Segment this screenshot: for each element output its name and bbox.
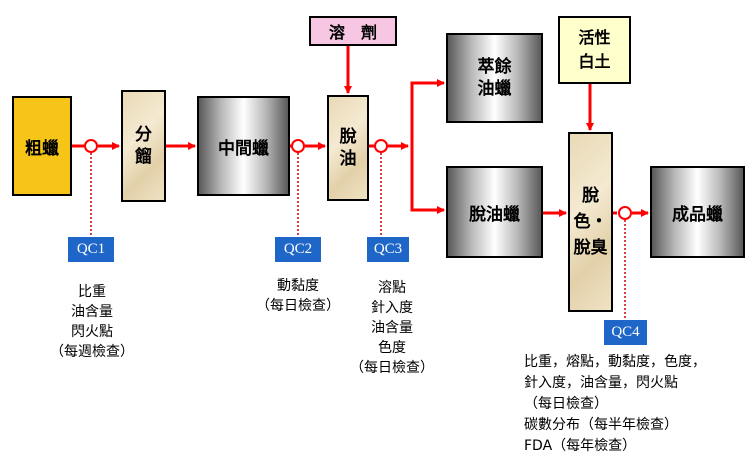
qc3-tag: QC3	[367, 237, 409, 262]
decolor-label: 脫色・脫臭	[573, 186, 608, 258]
product-tank-box: 成品蠟	[650, 166, 745, 258]
qc4-note-line: FDA（每年檢查）	[524, 438, 637, 454]
qc1-note-line: 比重	[78, 284, 106, 300]
sample-point-qc4	[618, 206, 632, 220]
fractionation-label: 分餾	[135, 125, 152, 167]
solvent-label: 溶 劑	[328, 23, 377, 42]
qc2-tag: QC2	[275, 237, 321, 262]
qc4-label: QC4	[611, 324, 640, 340]
qc4-notes: 比重，熔點，動黏度，色度， 針入度，油含量，閃火點 （每日檢查） 碳數分布（每半…	[524, 352, 749, 457]
qc3-label: QC3	[373, 241, 403, 257]
deoiling-label: 脫油	[339, 127, 357, 169]
qc3-note-line: 針入度	[371, 300, 413, 316]
crude-tank-label: 粗蠟	[25, 138, 59, 159]
qc1-note-line: 閃火點	[71, 324, 113, 340]
qc1-label: QC1	[76, 241, 106, 257]
flow-arrow-deoiled	[410, 146, 445, 214]
crude-tank-box: 粗蠟	[12, 96, 72, 196]
product-tank-label: 成品蠟	[672, 204, 723, 225]
qc3-note-line: （每日檢查）	[350, 360, 434, 376]
qc3-note-line: 油含量	[371, 320, 413, 336]
qc4-note-line: （每日檢查）	[524, 396, 608, 412]
qc2-label: QC2	[283, 241, 313, 257]
qc4-tag: QC4	[604, 320, 647, 345]
fractionation-box: 分餾	[121, 90, 166, 202]
decolor-box: 脫色・脫臭	[568, 132, 613, 312]
sample-point-qc1	[84, 139, 98, 153]
solvent-box: 溶 劑	[309, 16, 397, 46]
qc4-note-line: 比重，熔點，動黏度，色度，	[524, 354, 706, 370]
qc3-notes: 溶點 針入度 油含量 色度 （每日檢查）	[340, 278, 444, 378]
qc4-note-line: 針入度，油含量，閃火點	[524, 375, 678, 391]
residue-tank-label: 萃餘油蠟	[477, 57, 512, 99]
deoiled-tank-label: 脫油蠟	[469, 204, 520, 225]
qc3-note-line: 色度	[378, 340, 406, 356]
deoiling-box: 脫油	[327, 95, 369, 201]
sample-point-qc2	[291, 139, 305, 153]
activated-clay-box: 活性白土	[558, 16, 631, 84]
intermediate-tank-box: 中間蠟	[197, 96, 290, 196]
qc4-note-line: 碳數分布（每半年檢查）	[524, 417, 678, 433]
qc1-note-line: （每週檢查）	[50, 344, 134, 360]
qc1-note-line: 油含量	[71, 304, 113, 320]
qc2-note-line: 動黏度	[277, 278, 319, 294]
intermediate-tank-label: 中間蠟	[218, 138, 269, 159]
activated-clay-label: 活性白土	[578, 28, 611, 71]
residue-tank-box: 萃餘油蠟	[446, 33, 543, 123]
flow-arrow-residue	[410, 79, 445, 146]
qc2-notes: 動黏度 （每日檢查）	[246, 276, 350, 316]
sample-point-qc3	[374, 139, 388, 153]
qc2-note-line: （每日檢查）	[256, 298, 340, 314]
qc3-note-line: 溶點	[378, 280, 406, 296]
deoiled-tank-box: 脫油蠟	[446, 166, 543, 258]
qc1-notes: 比重 油含量 閃火點 （每週檢查）	[42, 282, 142, 362]
qc1-tag: QC1	[68, 237, 114, 262]
